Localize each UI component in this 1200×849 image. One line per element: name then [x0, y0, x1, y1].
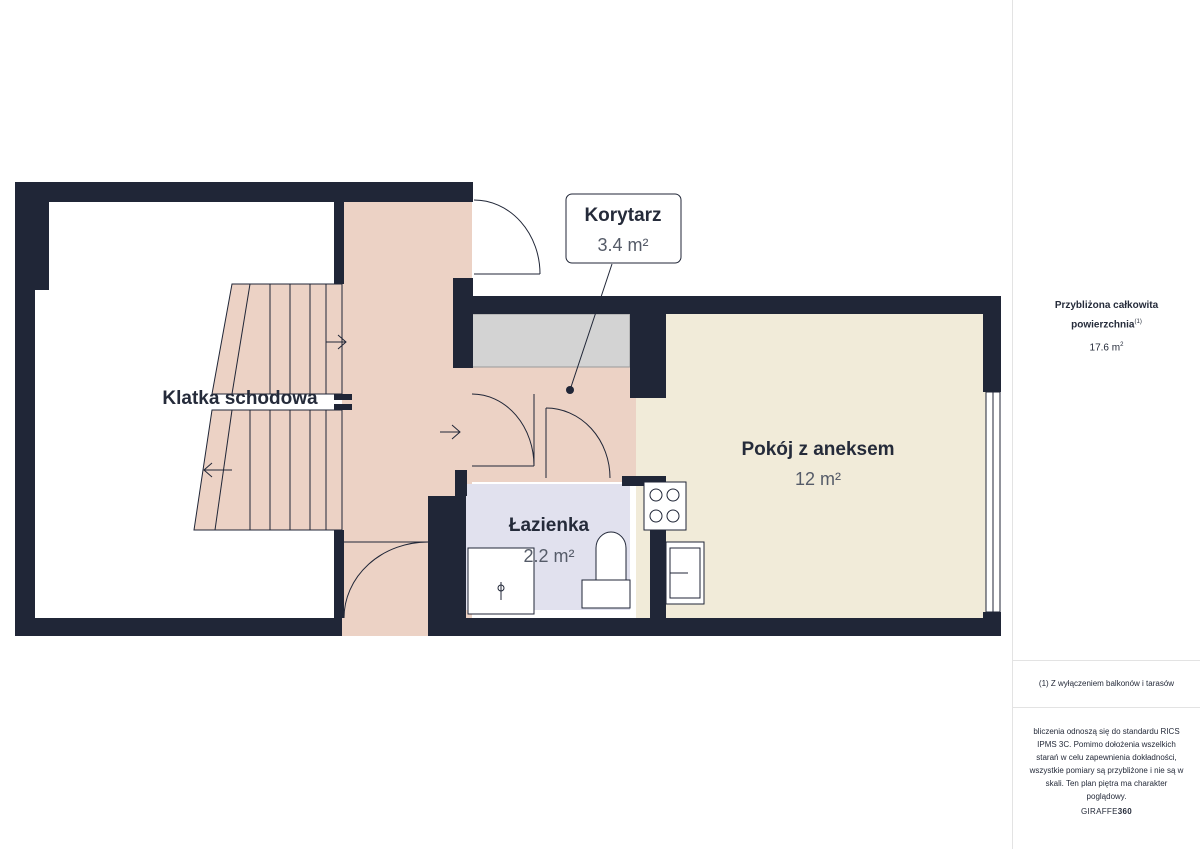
sidebar-divider — [1013, 660, 1200, 661]
info-sidebar: Przybliżona całkowita powierzchnia(1) 17… — [1012, 0, 1200, 849]
doors — [343, 199, 611, 619]
total-area-unit-exp: 2 — [1120, 342, 1124, 349]
bathroom-label: Łazienka — [509, 515, 590, 536]
total-area-footnote-mark: (1) — [1134, 319, 1142, 325]
footnote: (1) Z wyłączeniem balkonów i tarasów — [1038, 679, 1175, 688]
floor-plan: Klatka schodowa Korytarz 3.4 m² Łazienka… — [15, 182, 1001, 636]
total-area-title-text: Przybliżona całkowita powierzchnia — [1054, 300, 1159, 331]
walls — [15, 182, 1001, 636]
corridor-area: 3.4 m² — [597, 235, 648, 255]
stairwell-label: Klatka schodowa — [162, 388, 318, 409]
total-area-value: 17.6 m2 — [1013, 337, 1200, 356]
total-area-title: Przybliżona całkowita powierzchnia(1) — [1013, 298, 1200, 333]
corridor-label: Korytarz — [584, 205, 661, 226]
brand-bold: 360 — [1117, 807, 1133, 816]
disclaimer: bliczenia odnoszą się do standardu RICS … — [1029, 727, 1184, 801]
room-area: 12 m² — [795, 469, 841, 489]
staircase — [193, 283, 347, 531]
total-area-unit: m — [1111, 342, 1121, 354]
shower-tray — [467, 547, 535, 615]
bathroom-area: 2.2 m² — [523, 546, 574, 566]
built-in-wardrobe — [465, 313, 631, 368]
window — [985, 391, 1001, 613]
total-area-block: Przybliżona całkowita powierzchnia(1) 17… — [1013, 298, 1200, 357]
hob — [643, 481, 687, 531]
total-area-number: 17.6 — [1089, 342, 1109, 354]
room-label: Pokój z aneksem — [741, 439, 894, 460]
stair-landing-posts — [334, 394, 352, 410]
toilet — [581, 531, 631, 609]
sidebar-divider — [1013, 707, 1200, 708]
brand-light: GIRAFFE — [1080, 807, 1118, 816]
brand-logo: GIRAFFE360 — [1013, 807, 1200, 816]
kitchen-sink — [665, 541, 705, 605]
corridor-callout — [565, 193, 682, 394]
